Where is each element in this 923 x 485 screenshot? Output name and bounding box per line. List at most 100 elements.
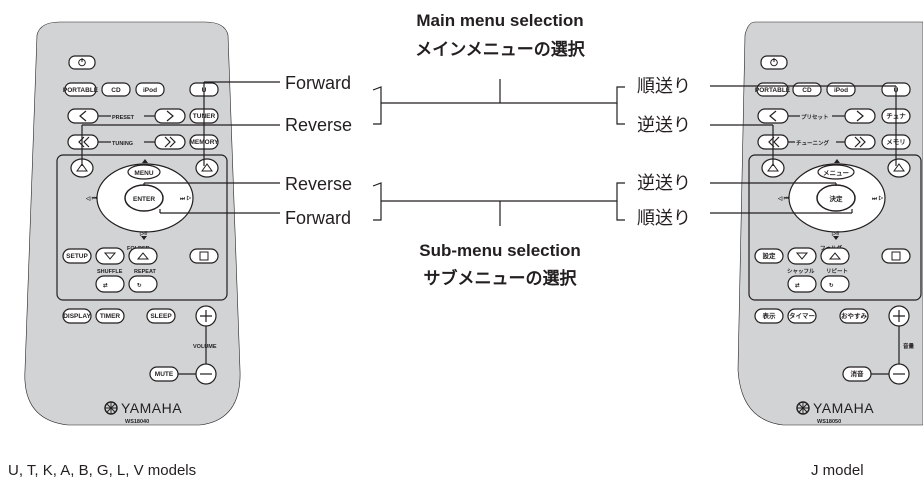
play-pause-icon: ▷‖	[831, 230, 839, 237]
brand-text: YAMAHA	[813, 400, 874, 416]
setup-label: 設定	[763, 251, 777, 260]
triangle-down-icon	[795, 252, 809, 260]
power-button[interactable]	[760, 55, 788, 70]
mute-label: 消音	[851, 369, 865, 378]
volume-up-button[interactable]	[888, 305, 910, 327]
repeat-label: REPEAT	[134, 269, 157, 275]
shuffle-button[interactable]: ⇄	[95, 275, 125, 293]
reverse-label-bottom: Reverse	[285, 174, 352, 194]
shuffle-button[interactable]: ⇄	[787, 275, 817, 293]
triangle-up-icon	[893, 163, 905, 172]
stop-icon	[199, 251, 209, 261]
cd-button[interactable]: CD	[792, 82, 822, 97]
cursor-down-icon	[833, 236, 839, 240]
menu-down-button-left[interactable]	[887, 158, 911, 178]
power-button[interactable]	[68, 55, 96, 70]
submenu-title-jp: サブメニューの選択	[424, 268, 578, 288]
navigation-panel	[748, 154, 922, 301]
setup-button[interactable]: SETUP	[62, 248, 92, 264]
folder-up-button[interactable]	[820, 247, 850, 265]
remote-right: PORTABLE CD iPod U プリセット チュナ	[737, 21, 923, 426]
preset-next-button[interactable]	[154, 108, 186, 124]
preset-prev-button[interactable]	[757, 108, 789, 124]
stop-icon	[891, 251, 901, 261]
stop-button[interactable]	[881, 248, 911, 264]
forward-label-top-jp: 順送り	[637, 76, 691, 96]
triangle-up-icon	[136, 252, 150, 260]
mute-button[interactable]: MUTE	[149, 366, 179, 382]
main-menu-title-jp: メインメニューの選択	[415, 39, 585, 59]
sleep-button[interactable]: SLEEP	[146, 308, 176, 324]
ipod-button[interactable]: iPod	[135, 82, 165, 97]
volume-up-button[interactable]	[195, 305, 217, 327]
shuffle-label: SHUFFLE	[97, 269, 123, 275]
triangle-up-icon	[828, 252, 842, 260]
ipod-label: iPod	[143, 87, 157, 94]
tuning-label: TUNING	[112, 141, 133, 147]
remote-left: PORTABLE CD iPod U PRESET TUNER	[24, 21, 241, 426]
skip-back-icon: ◁ ⏮	[777, 195, 789, 202]
repeat-button[interactable]: ↻	[128, 275, 158, 293]
brand-text: YAMAHA	[121, 400, 182, 416]
portable-button[interactable]: PORTABLE	[755, 82, 791, 97]
cursor-up-icon	[142, 159, 148, 163]
model-code: WS18040	[125, 419, 149, 425]
folder-down-button[interactable]	[787, 247, 817, 265]
menu-button[interactable]: メニュー	[817, 164, 855, 180]
preset-label: PRESET	[112, 115, 135, 121]
menu-down-button-left[interactable]	[195, 158, 219, 178]
menu-label: MENU	[134, 170, 153, 177]
timer-label: TIMER	[100, 313, 121, 320]
menu-button[interactable]: MENU	[127, 164, 161, 180]
preset-prev-button[interactable]	[67, 108, 99, 124]
repeat-button[interactable]: ↻	[820, 275, 850, 293]
mute-label: MUTE	[155, 371, 174, 378]
ipod-button[interactable]: iPod	[826, 82, 856, 97]
cursor-up-icon	[834, 159, 840, 163]
skip-forward-icon: ⏭ ▷	[872, 195, 883, 202]
skip-forward-icon: ⏭ ▷	[180, 195, 191, 202]
portable-label: PORTABLE	[755, 87, 791, 94]
right-model-caption: J model	[811, 462, 864, 479]
folder-up-button[interactable]	[128, 247, 158, 265]
volume-down-button[interactable]	[888, 363, 910, 385]
sleep-button[interactable]: おやすみ	[839, 308, 869, 324]
setup-button[interactable]: 設定	[754, 248, 784, 264]
volume-down-button[interactable]	[195, 363, 217, 385]
model-code: WS18050	[817, 419, 841, 425]
main-menu-title-en: Main menu selection	[416, 11, 583, 30]
stop-button[interactable]	[189, 248, 219, 264]
cd-label: CD	[802, 87, 812, 94]
skip-back-icon: ◁ ⏮	[85, 195, 97, 202]
triangle-down-icon	[103, 252, 117, 260]
preset-next-button[interactable]	[844, 108, 876, 124]
enter-label: ENTER	[133, 196, 155, 203]
rewind-icon	[768, 136, 780, 148]
shuffle-icon: ⇄	[795, 281, 800, 289]
triangle-up-icon	[76, 163, 88, 172]
display-button[interactable]: DISPLAY	[62, 308, 92, 324]
tuning-prev-button[interactable]	[67, 134, 99, 150]
yamaha-logo: YAMAHA	[796, 400, 874, 416]
yamaha-logo: YAMAHA	[104, 400, 182, 416]
cd-button[interactable]: CD	[101, 82, 131, 97]
tuning-next-button[interactable]	[154, 134, 186, 150]
enter-button[interactable]: ENTER	[124, 184, 164, 212]
sleep-label: おやすみ	[841, 311, 868, 320]
portable-button[interactable]: PORTABLE	[63, 82, 99, 97]
tuning-next-button[interactable]	[844, 134, 876, 150]
left-model-caption: U, T, K, A, B, G, L, V models	[8, 462, 197, 479]
folder-down-button[interactable]	[95, 247, 125, 265]
reverse-label-bottom-jp: 逆送り	[637, 173, 691, 193]
display-button[interactable]: 表示	[754, 308, 784, 324]
chevron-left-icon	[79, 110, 87, 122]
display-label: DISPLAY	[63, 313, 91, 320]
mute-button[interactable]: 消音	[842, 366, 872, 382]
plus-icon	[200, 310, 212, 322]
enter-button[interactable]: 決定	[816, 184, 856, 212]
timer-button[interactable]: TIMER	[95, 308, 125, 324]
timer-button[interactable]: タイマー	[787, 308, 817, 324]
shuffle-icon: ⇄	[103, 281, 108, 289]
chevron-right-icon	[856, 110, 864, 122]
